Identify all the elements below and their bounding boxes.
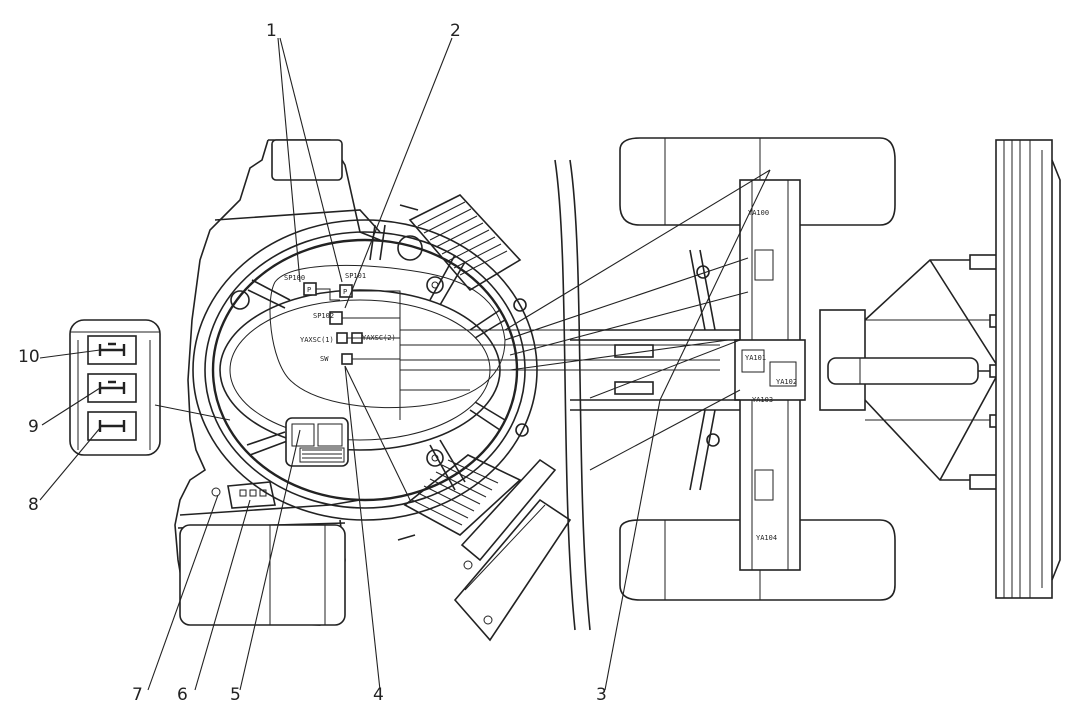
callout-2: 2 bbox=[450, 21, 461, 41]
callout-9: 9 bbox=[28, 417, 39, 437]
divider-curves bbox=[554, 159, 591, 631]
undercarriage: YA100 YA101 YA102 YA103 YA104 bbox=[570, 137, 1061, 601]
dozer-blade bbox=[995, 139, 1061, 599]
upper-structure bbox=[174, 139, 572, 642]
callout-3: 3 bbox=[596, 685, 607, 705]
callout-6: 6 bbox=[177, 685, 188, 705]
lower-left-block bbox=[179, 524, 346, 626]
tag-sp102: SP102 bbox=[313, 312, 334, 320]
leader-lines bbox=[39, 37, 771, 691]
callout-8: 8 bbox=[28, 495, 39, 515]
hydraulic-cylinder bbox=[827, 357, 979, 385]
tag-sw: SW bbox=[320, 355, 329, 363]
switch-panel-detail bbox=[69, 319, 231, 456]
tag-ya101: YA101 bbox=[745, 354, 766, 362]
tag-ya104: YA104 bbox=[756, 534, 777, 542]
access-ladder-bottom bbox=[397, 454, 522, 541]
callout-5: 5 bbox=[230, 685, 241, 705]
callout-7: 7 bbox=[132, 685, 143, 705]
callout-4: 4 bbox=[373, 685, 384, 705]
sensor-p2-label: P bbox=[343, 288, 347, 296]
tag-ya102: YA102 bbox=[776, 378, 797, 386]
switch-sw bbox=[341, 353, 353, 365]
sensor-p1-label: P bbox=[307, 286, 311, 294]
control-panel-small bbox=[211, 481, 276, 509]
callout-10: 10 bbox=[18, 347, 40, 367]
tag-ya100: YA100 bbox=[748, 209, 769, 217]
access-ladder-top bbox=[399, 194, 522, 292]
callout-1: 1 bbox=[266, 21, 277, 41]
tag-sp101: SP101 bbox=[345, 272, 366, 280]
boom-arm bbox=[453, 458, 572, 642]
tag-ya103: YA103 bbox=[752, 396, 773, 404]
chassis-plate-bottom bbox=[614, 381, 654, 395]
tag-sp100: SP100 bbox=[284, 274, 305, 282]
solenoid-yaxsc1 bbox=[336, 332, 348, 344]
operator-cab bbox=[285, 417, 349, 467]
tag-yaxsc1: YAXSC(1) bbox=[300, 336, 334, 344]
callout-numbers: 1 2 3 4 5 6 7 8 9 10 bbox=[18, 21, 607, 705]
